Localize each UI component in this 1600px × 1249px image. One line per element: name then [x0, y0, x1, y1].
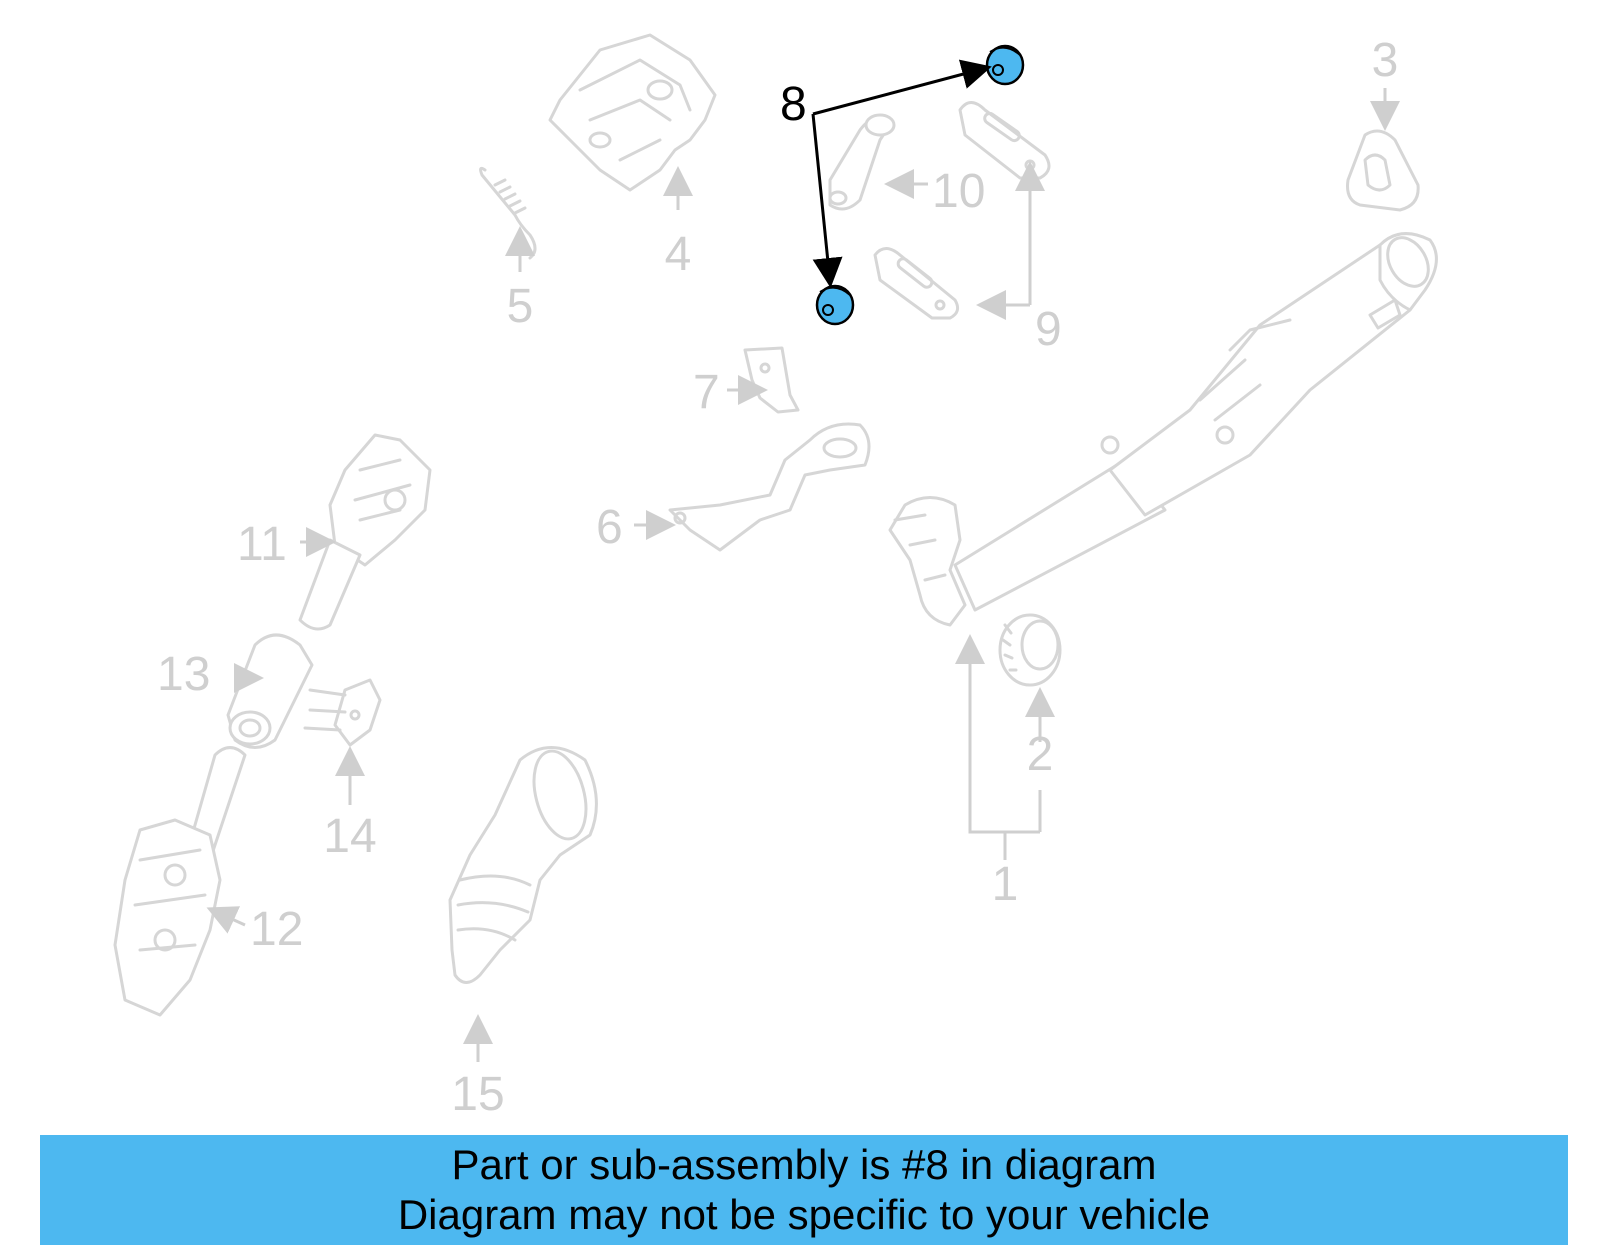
part-6-bracket — [668, 422, 871, 552]
part-12-lower-joint — [113, 746, 247, 1017]
banner-line-disclaimer: Diagram may not be specific to your vehi… — [397, 1191, 1211, 1238]
part-3-plate — [1346, 129, 1420, 212]
parts-diagram: 3 4 5 10 9 8 7 6 11 13 14 12 15 2 1 — [113, 33, 1438, 1120]
callout-4: 4 — [665, 228, 692, 281]
leader-lines-part-8 — [811, 59, 992, 288]
part-13-sleeve — [226, 633, 314, 749]
part-2-bushing — [998, 613, 1062, 687]
callout-15: 15 — [451, 1068, 504, 1120]
callout-5: 5 — [507, 280, 534, 333]
callout-10: 10 — [932, 165, 985, 218]
callout-13: 13 — [157, 648, 210, 701]
callout-6: 6 — [596, 501, 623, 554]
part-1-steering-column — [888, 232, 1438, 627]
part-15-boot — [448, 746, 598, 984]
part-4-column-housing — [548, 33, 717, 192]
callout-11: 11 — [237, 518, 287, 571]
part-10-pin — [828, 113, 896, 211]
part-11-upper-joint — [298, 433, 432, 631]
callout-3: 3 — [1372, 34, 1399, 87]
part-14-clip — [303, 678, 382, 747]
callout-7: 7 — [693, 366, 720, 419]
banner-line-part-number: Part or sub-assembly is #8 in diagram — [451, 1141, 1157, 1188]
callout-14: 14 — [323, 810, 376, 863]
callout-2: 2 — [1027, 728, 1054, 781]
part-5-spring — [479, 166, 537, 260]
info-banner: Part or sub-assembly is #8 in diagram Di… — [40, 1135, 1568, 1245]
part-8-nut-upper — [985, 44, 1025, 86]
part-8-nut-lower — [815, 284, 855, 326]
callout-labels: 3 4 5 10 9 8 7 6 11 13 14 12 15 2 1 — [157, 34, 1398, 1120]
callout-8: 8 — [780, 78, 807, 131]
part-7-bracket — [743, 346, 800, 414]
callout-12: 12 — [250, 903, 303, 956]
leader-lines — [206, 88, 1400, 1062]
part-9-bracket-lower — [873, 247, 960, 320]
callout-9: 9 — [1035, 303, 1062, 356]
callout-1: 1 — [992, 858, 1019, 911]
